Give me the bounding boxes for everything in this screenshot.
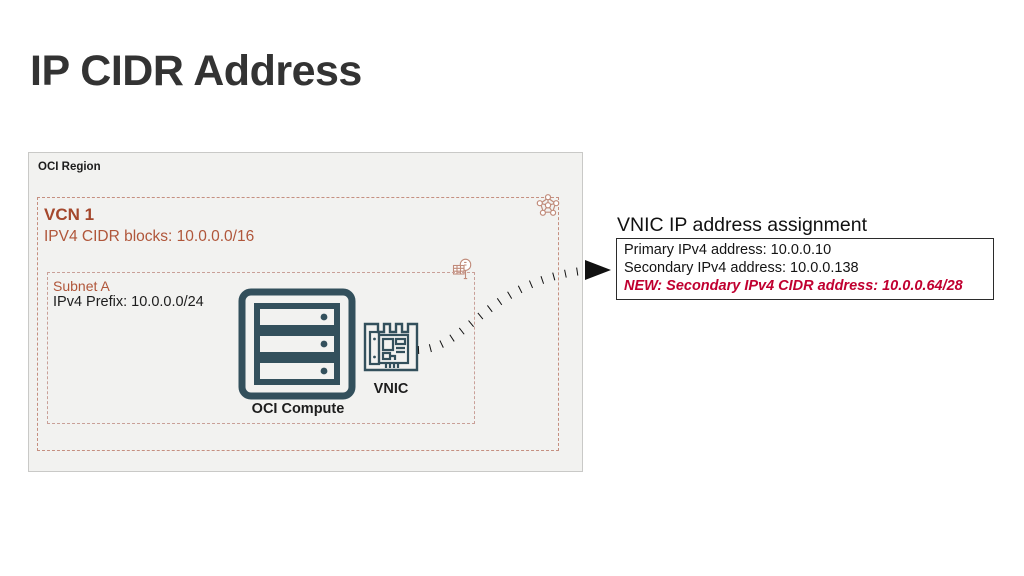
vnic-label: VNIC: [373, 381, 409, 397]
subnet-container: [47, 272, 475, 424]
vnic-ip-assignment-box: Primary IPv4 address: 10.0.0.10 Secondar…: [616, 238, 994, 300]
secondary-ipv4-line: Secondary IPv4 address: 10.0.0.138: [624, 260, 859, 276]
route-table-icon: [452, 256, 478, 289]
callout-connector-arrow: [415, 250, 625, 375]
vcn-cidr-label: IPV4 CIDR blocks: 10.0.0.0/16: [44, 228, 255, 245]
subnet-title: Subnet A: [53, 278, 110, 294]
vcn-network-icon: [533, 191, 563, 226]
subnet-prefix-label: IPv4 Prefix: 10.0.0.0/24: [53, 294, 204, 310]
new-secondary-cidr-line: NEW: Secondary IPv4 CIDR address: 10.0.0…: [624, 278, 963, 294]
page-title: IP CIDR Address: [30, 47, 362, 95]
primary-ipv4-line: Primary IPv4 address: 10.0.0.10: [624, 242, 832, 258]
oci-region-container: OCI Region: [28, 152, 583, 472]
compute-label: OCI Compute: [251, 401, 345, 417]
oci-region-label: OCI Region: [38, 161, 101, 173]
vcn-title: VCN 1: [44, 205, 95, 224]
network-interface-card-icon: [360, 312, 422, 381]
server-rack-icon: [238, 288, 356, 405]
callout-title: VNIC IP address assignment: [617, 214, 868, 236]
vcn-container: [37, 197, 559, 451]
